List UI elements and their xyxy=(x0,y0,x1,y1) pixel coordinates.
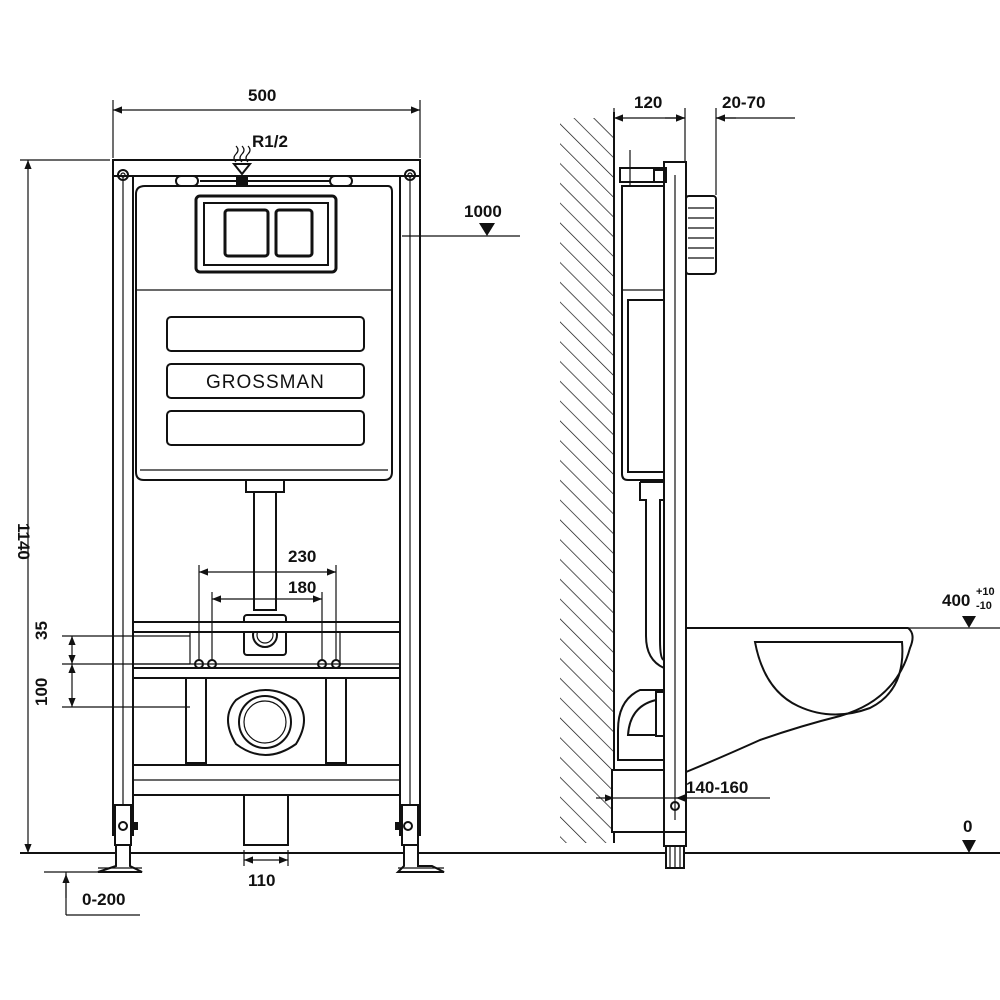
brand-logo: GROSSMAN xyxy=(206,372,325,393)
side-flush-pipe xyxy=(639,481,665,669)
side-frame-post xyxy=(619,161,687,833)
dimension-drain xyxy=(243,850,289,866)
water-inlet-icon xyxy=(231,145,253,186)
side-view: 120 20-70 xyxy=(560,93,1000,869)
floor-level-label: 0 xyxy=(963,817,972,836)
dimension-frame-height xyxy=(20,159,110,853)
cistern-body xyxy=(135,185,393,481)
depth-label: 120 xyxy=(634,93,662,112)
triangle-down-icon xyxy=(962,840,976,853)
dimension-foot-adjust xyxy=(44,871,140,916)
lower-offset-label: 100 xyxy=(32,678,51,706)
dimension-depth xyxy=(613,108,686,165)
cistern-panel-bottom xyxy=(166,410,365,446)
dimension-fixing-outer xyxy=(198,565,337,660)
dimension-wall-gap xyxy=(665,108,795,195)
level-marker-actuator xyxy=(402,223,520,237)
triangle-down-icon xyxy=(962,616,976,628)
toilet-bowl xyxy=(685,627,1000,774)
drain-pipe xyxy=(243,794,289,846)
fixing-outer-label: 230 xyxy=(288,547,316,566)
bowl-height-tol-plus: +10 xyxy=(976,586,995,598)
side-drain-elbow xyxy=(611,689,665,833)
triangle-down-icon xyxy=(479,223,495,236)
flush-plate xyxy=(194,194,338,274)
side-cistern xyxy=(621,150,665,481)
frame-width-label: 500 xyxy=(248,86,276,105)
frame-height-label: 1140 xyxy=(14,523,33,560)
side-foot xyxy=(663,831,687,869)
water-inlet-label: R1/2 xyxy=(252,132,288,151)
bowl-height-tol-minus: -10 xyxy=(976,600,992,612)
drain-offset-label: 140-160 xyxy=(686,778,748,797)
cistern-panel-top xyxy=(166,316,365,352)
cistern-panel-brand xyxy=(166,363,365,399)
dimension-frame-width xyxy=(112,100,421,158)
actuator-height-label: 1000 xyxy=(464,202,502,221)
front-view: R1/2 GROSSMAN xyxy=(14,86,1000,916)
top-bracket-slots xyxy=(175,175,353,187)
adjustable-feet xyxy=(97,804,445,873)
side-flush-plate xyxy=(685,195,717,275)
wall-gap-label: 20-70 xyxy=(722,93,765,112)
dimension-drain-offset xyxy=(596,794,770,811)
frame-posts xyxy=(112,159,421,836)
dimension-fixing-inner xyxy=(211,592,323,660)
drain-diameter-label: 110 xyxy=(248,871,275,890)
bowl-height-label: 400 xyxy=(942,591,970,610)
dimension-offsets xyxy=(62,635,190,708)
foot-adjust-label: 0-200 xyxy=(82,890,125,909)
wall-hatching xyxy=(560,118,614,843)
upper-offset-label: 35 xyxy=(32,621,51,640)
fixing-inner-label: 180 xyxy=(288,578,316,597)
drain-housing xyxy=(185,677,347,764)
